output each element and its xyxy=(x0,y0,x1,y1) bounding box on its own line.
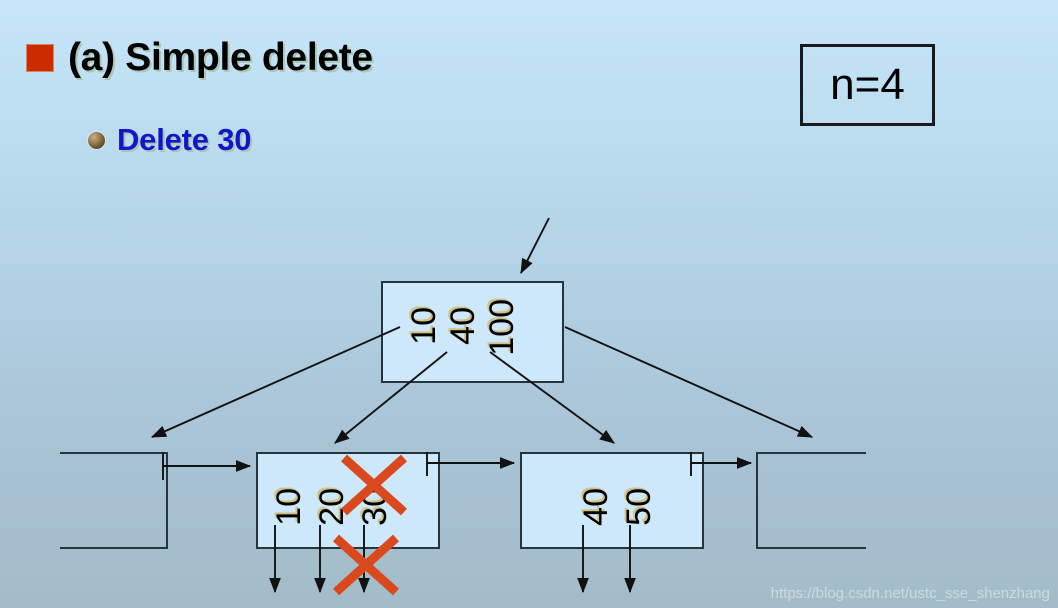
root-key-2: 100 xyxy=(483,299,521,356)
leaf-node-10-20-30: 10 20 30 xyxy=(256,452,440,549)
order-n-label: n=4 xyxy=(830,60,905,109)
leaf-node-40-50: 40 50 xyxy=(520,452,704,549)
sphere-bullet-icon xyxy=(88,131,105,149)
root-pointer-0-arrow xyxy=(150,326,401,438)
leaf-node-clipped-right xyxy=(756,452,866,549)
root-pointer-3-arrow xyxy=(564,326,814,438)
root-node: 10 40 100 xyxy=(381,281,564,383)
order-n-box: n=4 xyxy=(800,44,935,126)
leaf-a-key-1: 20 xyxy=(313,488,351,526)
square-bullet-icon xyxy=(26,44,54,72)
root-key-1: 40 xyxy=(444,307,482,345)
root-incoming-arrow xyxy=(520,217,550,275)
title-bullet-row: (a) Simple delete xyxy=(26,36,373,80)
leaf-node-clipped-left xyxy=(60,452,168,549)
subtitle-bullet-row: Delete 30 xyxy=(88,122,252,158)
root-key-0: 10 xyxy=(405,307,443,345)
leaf-a-key-0: 10 xyxy=(270,488,308,526)
leaf-b-key-1: 50 xyxy=(620,488,658,526)
watermark-text: https://blog.csdn.net/ustc_sse_shenzhang xyxy=(770,585,1050,602)
subtitle-text: Delete 30 xyxy=(117,122,252,157)
leaf-b-key-0: 40 xyxy=(577,488,615,526)
page-title: (a) Simple delete xyxy=(68,36,373,79)
leaf-a-key-2-deleted: 30 xyxy=(356,488,394,526)
